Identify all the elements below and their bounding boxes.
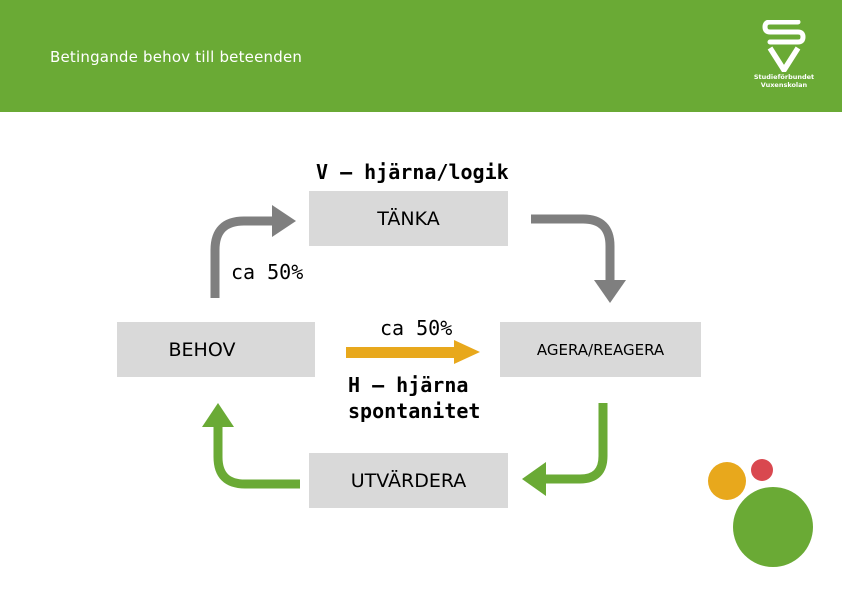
node-act-label: AGERA/REAGERA bbox=[537, 341, 664, 359]
red-dot bbox=[751, 459, 773, 481]
arrow-need-to-think bbox=[215, 205, 296, 298]
h-brain-label: H – hjärna spontanitet bbox=[348, 372, 480, 424]
node-think-label: TÄNKA bbox=[377, 208, 439, 230]
node-act: AGERA/REAGERA bbox=[500, 322, 701, 377]
node-evaluate: UTVÄRDERA bbox=[309, 453, 508, 508]
node-need: BEHOV bbox=[117, 322, 315, 377]
arrow-act-to-evaluate bbox=[522, 403, 603, 496]
arrow-evaluate-to-need bbox=[202, 403, 300, 484]
orange-dot bbox=[708, 462, 746, 500]
node-need-label: BEHOV bbox=[169, 339, 236, 361]
green-dot bbox=[733, 487, 813, 567]
percent-middle-label: ca 50% bbox=[380, 316, 452, 340]
v-brain-label: V – hjärna/logik bbox=[316, 160, 509, 184]
h-brain-line-1: H – hjärna bbox=[348, 372, 480, 398]
arrow-think-to-act bbox=[531, 219, 626, 303]
arrow-spontaneous bbox=[346, 340, 480, 364]
node-evaluate-label: UTVÄRDERA bbox=[351, 470, 467, 492]
h-brain-line-2: spontanitet bbox=[348, 398, 480, 424]
percent-top-label: ca 50% bbox=[231, 260, 303, 284]
node-think: TÄNKA bbox=[309, 191, 508, 246]
